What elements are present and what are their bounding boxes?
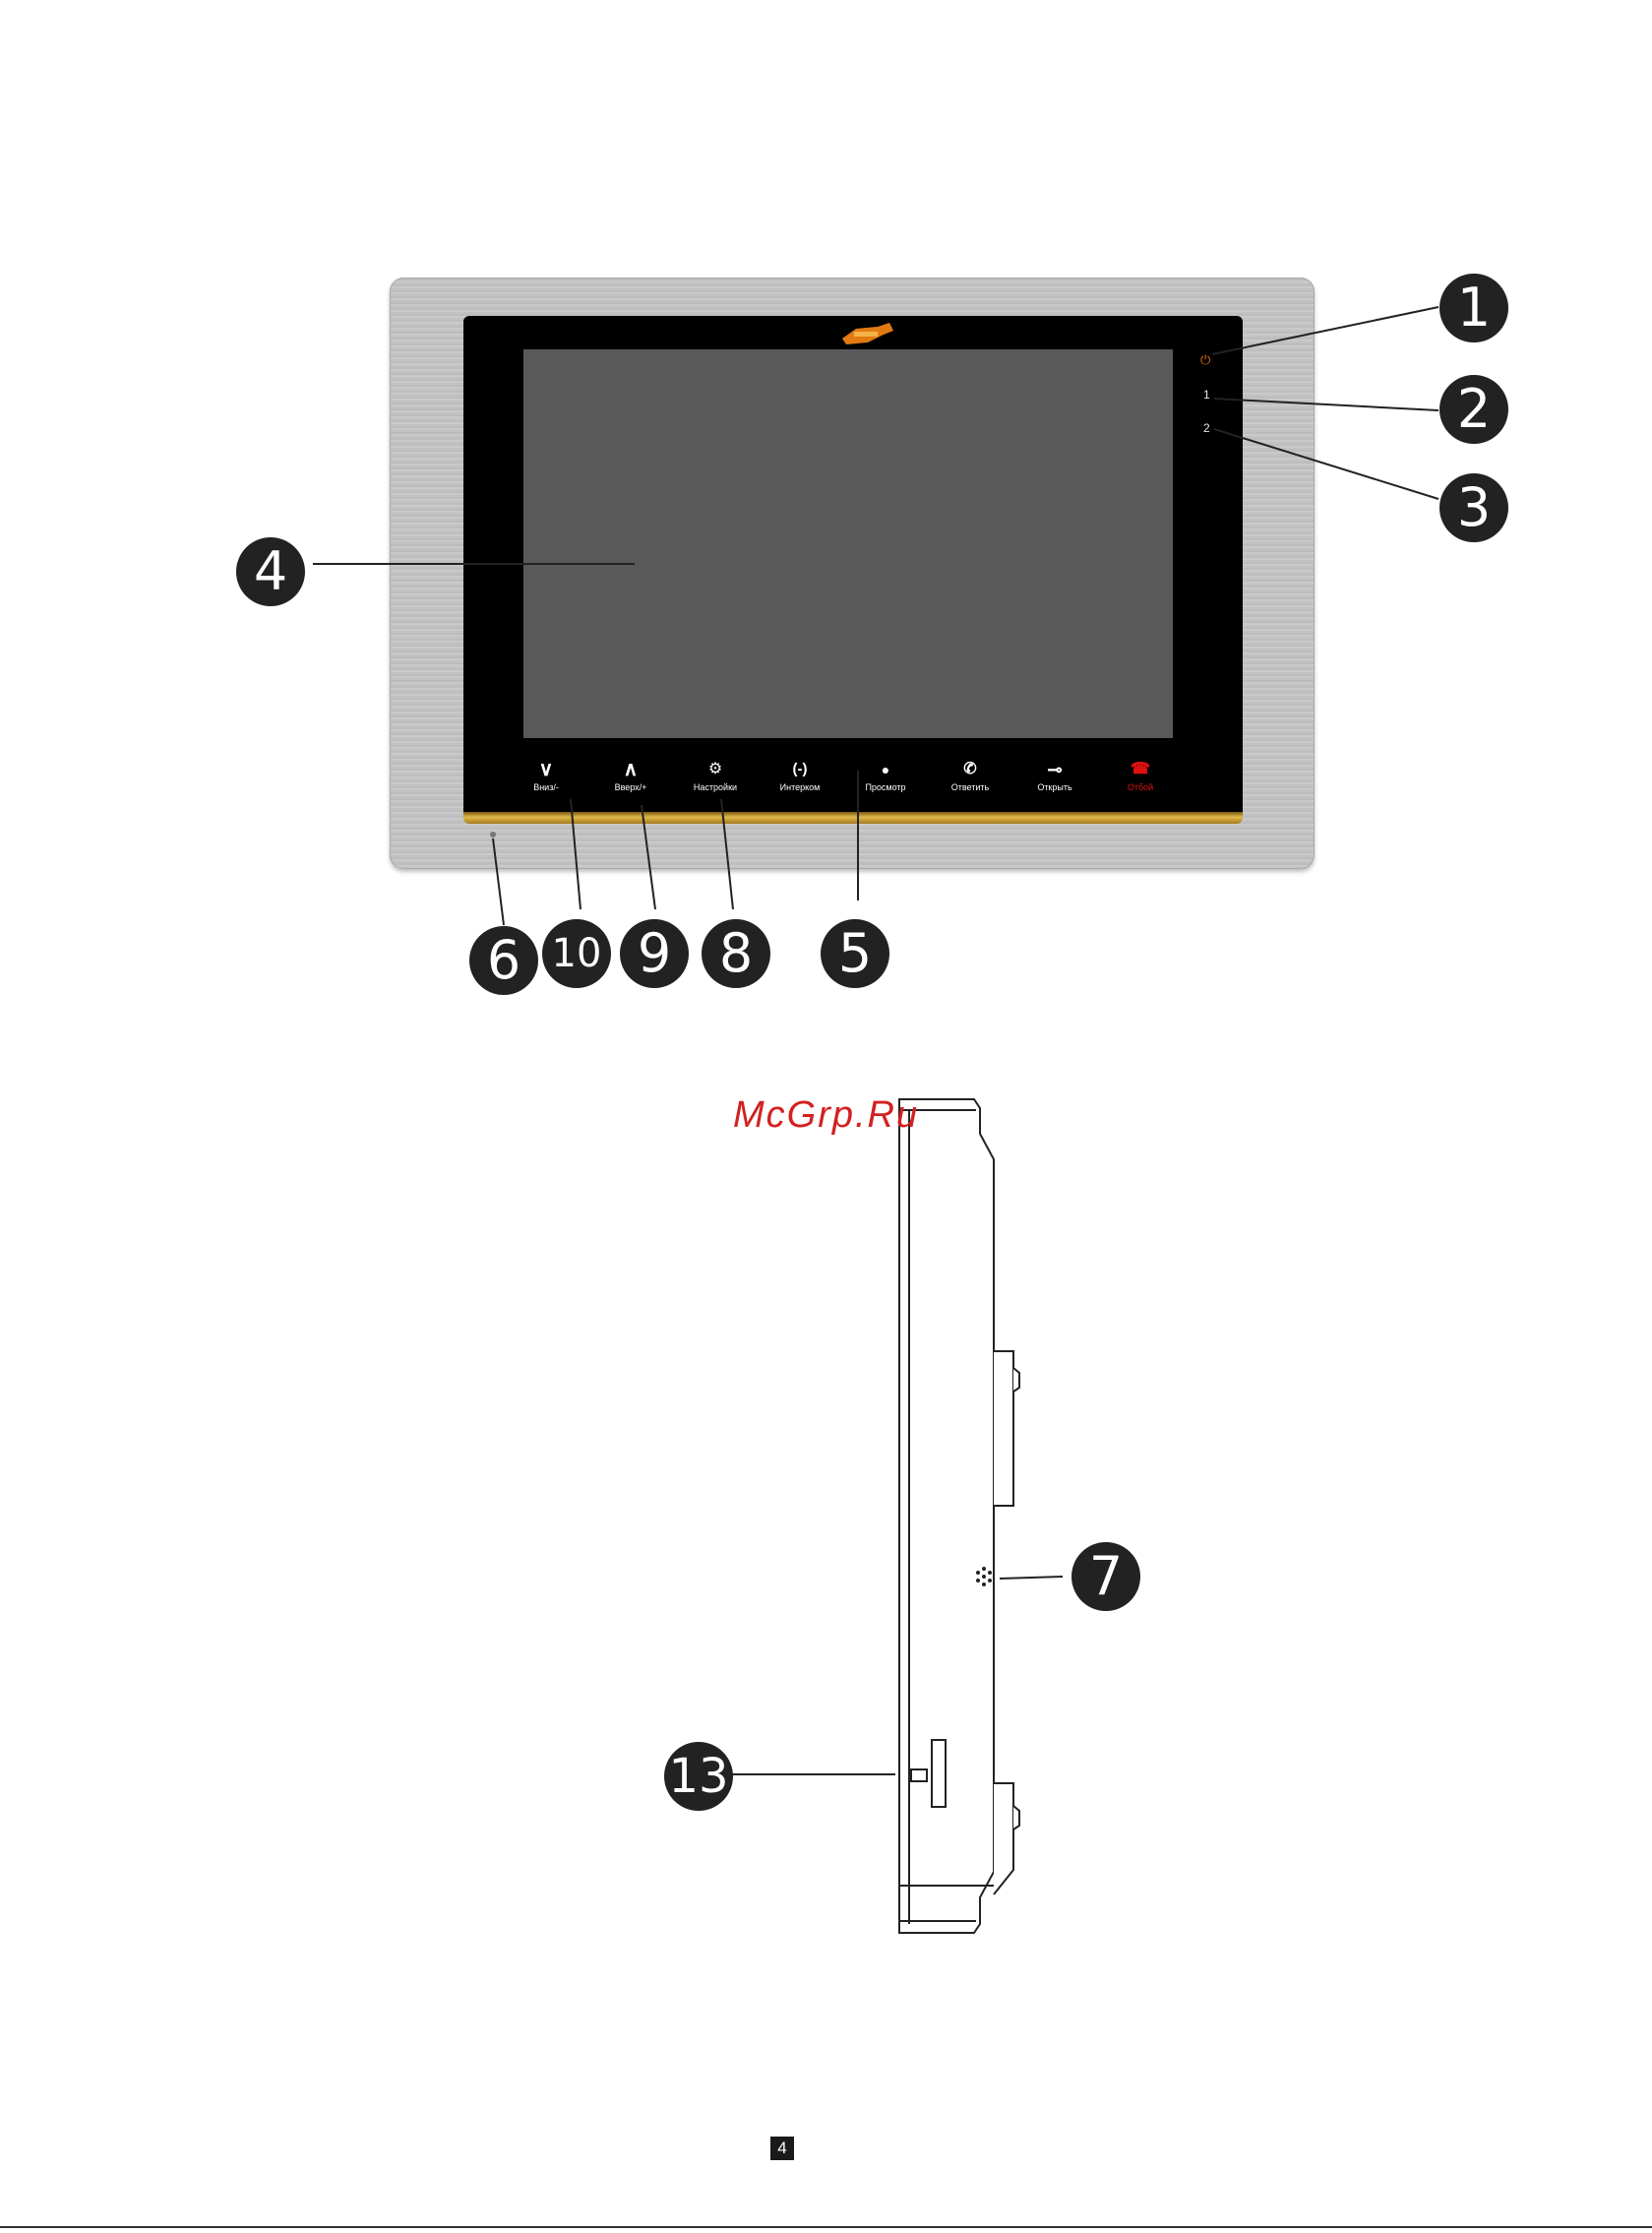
callout-1: 1 — [1439, 274, 1508, 342]
callout-9: 9 — [620, 919, 689, 988]
callout-3: 3 — [1439, 473, 1508, 542]
page-number: 4 — [770, 2137, 794, 2160]
callout-10: 10 — [542, 919, 611, 988]
bottom-rule — [0, 2226, 1652, 2228]
callout-4: 4 — [236, 537, 305, 606]
watermark-text: McGrp.Ru — [733, 1094, 919, 1137]
callout-8: 8 — [702, 919, 770, 988]
callout-5: 5 — [821, 919, 889, 988]
monitor-side-view — [899, 1099, 1019, 1933]
callout-2: 2 — [1439, 375, 1508, 444]
callout-6: 6 — [469, 926, 538, 995]
callout-7: 7 — [1071, 1542, 1140, 1611]
callout-13: 13 — [664, 1742, 733, 1811]
